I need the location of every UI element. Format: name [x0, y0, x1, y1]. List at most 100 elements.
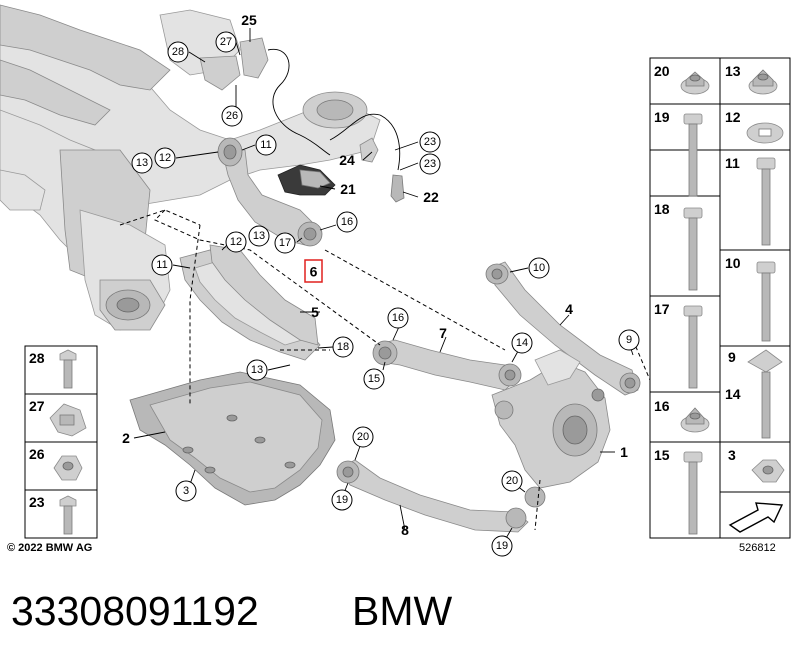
clip-icon — [49, 403, 87, 437]
label-5[interactable]: 5 — [311, 304, 319, 320]
svg-text:20: 20 — [357, 431, 369, 443]
svg-text:10: 10 — [533, 262, 545, 274]
panel-item-18[interactable]: 18 — [654, 201, 670, 217]
sensor-22 — [390, 174, 405, 203]
panel-item-26[interactable]: 26 — [29, 446, 45, 462]
svg-text:13: 13 — [136, 157, 148, 169]
svg-text:9: 9 — [626, 334, 632, 346]
svg-text:16: 16 — [392, 312, 404, 324]
part-number: 33308091192 — [11, 588, 259, 634]
callout-10[interactable]: 10 — [528, 257, 550, 279]
sensor-cable-25 — [199, 37, 331, 156]
label-24[interactable]: 24 — [339, 152, 355, 168]
callout-16-top[interactable]: 16 — [336, 211, 358, 233]
panel-item-27[interactable]: 27 — [29, 398, 45, 414]
svg-text:12: 12 — [159, 152, 171, 164]
bolt-icon — [756, 157, 776, 246]
label-25[interactable]: 25 — [241, 12, 257, 28]
callout-12-mid[interactable]: 12 — [225, 231, 247, 253]
panel-item-20[interactable]: 20 — [654, 63, 670, 79]
panel-item-15[interactable]: 15 — [654, 447, 670, 463]
callout-12-top[interactable]: 12 — [154, 147, 176, 169]
svg-text:6: 6 — [310, 264, 318, 280]
panel-item-10[interactable]: 10 — [725, 255, 741, 271]
screw-icon — [59, 349, 77, 389]
callout-23-b[interactable]: 23 — [419, 153, 441, 175]
parts-panel-right: 20 13 19 12 11 18 10 17 9 14 16 15 3 — [649, 57, 791, 539]
svg-text:23: 23 — [424, 136, 436, 148]
svg-text:26: 26 — [226, 110, 238, 122]
panel-item-13[interactable]: 13 — [725, 63, 741, 79]
image-code: 526812 — [739, 542, 776, 554]
svg-text:19: 19 — [336, 494, 348, 506]
washer-icon — [746, 122, 784, 144]
highlighted-callout-6[interactable]: 6 — [304, 259, 323, 283]
bolt-long-icon — [683, 207, 703, 291]
hex-nut-icon — [53, 455, 83, 481]
sensor-bracket-24 — [329, 113, 401, 171]
eccentric-bolt-icon — [747, 349, 783, 439]
callout-26[interactable]: 26 — [221, 105, 243, 127]
panel-item-17[interactable]: 17 — [654, 301, 670, 317]
sensor-bracket-21 — [277, 164, 336, 196]
callout-19-a[interactable]: 19 — [331, 489, 353, 511]
callout-14[interactable]: 14 — [511, 332, 533, 354]
svg-text:13: 13 — [253, 230, 265, 242]
callout-9[interactable]: 9 — [618, 329, 640, 351]
control-arm-7 — [372, 339, 522, 391]
callout-27[interactable]: 27 — [215, 31, 237, 53]
callout-28[interactable]: 28 — [167, 41, 189, 63]
callout-17[interactable]: 17 — [274, 232, 296, 254]
svg-text:14: 14 — [516, 337, 528, 349]
callout-13-top[interactable]: 13 — [131, 152, 153, 174]
svg-text:12: 12 — [230, 236, 242, 248]
bolt-long-icon — [683, 113, 703, 197]
callout-20-b[interactable]: 20 — [501, 470, 523, 492]
callout-20-a[interactable]: 20 — [352, 426, 374, 448]
footer-caption: 33308091192 BMW — [0, 588, 800, 648]
callout-15[interactable]: 15 — [363, 368, 385, 390]
panel-item-16[interactable]: 16 — [654, 398, 670, 414]
svg-text:18: 18 — [337, 341, 349, 353]
callout-23-a[interactable]: 23 — [419, 131, 441, 153]
callout-16-mid[interactable]: 16 — [387, 307, 409, 329]
panel-item-19[interactable]: 19 — [654, 109, 670, 125]
leader-lines — [133, 28, 634, 546]
svg-text:16: 16 — [341, 216, 353, 228]
parts-panel-left: 28 27 26 23 — [24, 345, 98, 539]
label-4[interactable]: 4 — [565, 301, 573, 317]
wishbone-5 — [179, 244, 321, 361]
panel-item-28[interactable]: 28 — [29, 350, 45, 366]
svg-text:19: 19 — [496, 540, 508, 552]
link-4 — [485, 261, 641, 396]
callout-3[interactable]: 3 — [175, 480, 197, 502]
svg-text:20: 20 — [506, 475, 518, 487]
label-2[interactable]: 2 — [122, 430, 130, 446]
callout-13-low[interactable]: 13 — [246, 359, 268, 381]
panel-item-23[interactable]: 23 — [29, 494, 45, 510]
panel-item-14[interactable]: 14 — [725, 386, 741, 402]
svg-text:17: 17 — [279, 237, 291, 249]
label-7[interactable]: 7 — [439, 325, 447, 341]
panel-item-11[interactable]: 11 — [725, 155, 740, 171]
svg-text:11: 11 — [156, 259, 167, 271]
label-8[interactable]: 8 — [401, 522, 409, 538]
hex-nut-icon — [751, 459, 785, 483]
callout-11-top[interactable]: 11 — [255, 134, 277, 156]
svg-text:27: 27 — [220, 36, 232, 48]
flange-nut-icon — [680, 407, 710, 433]
next-page-arrow-icon[interactable] — [728, 502, 784, 533]
panel-item-12[interactable]: 12 — [725, 109, 741, 125]
label-21[interactable]: 21 — [340, 181, 356, 197]
panel-item-9[interactable]: 9 — [728, 349, 736, 365]
label-1[interactable]: 1 — [620, 444, 628, 460]
screw-icon — [59, 495, 77, 535]
callout-13-mid[interactable]: 13 — [248, 225, 270, 247]
panel-item-3[interactable]: 3 — [728, 447, 736, 463]
callout-19-b[interactable]: 19 — [491, 535, 513, 557]
svg-text:28: 28 — [172, 46, 184, 58]
callout-11-mid[interactable]: 11 — [151, 254, 173, 276]
callout-18[interactable]: 18 — [332, 336, 354, 358]
label-22[interactable]: 22 — [423, 189, 439, 205]
svg-text:11: 11 — [260, 139, 271, 151]
